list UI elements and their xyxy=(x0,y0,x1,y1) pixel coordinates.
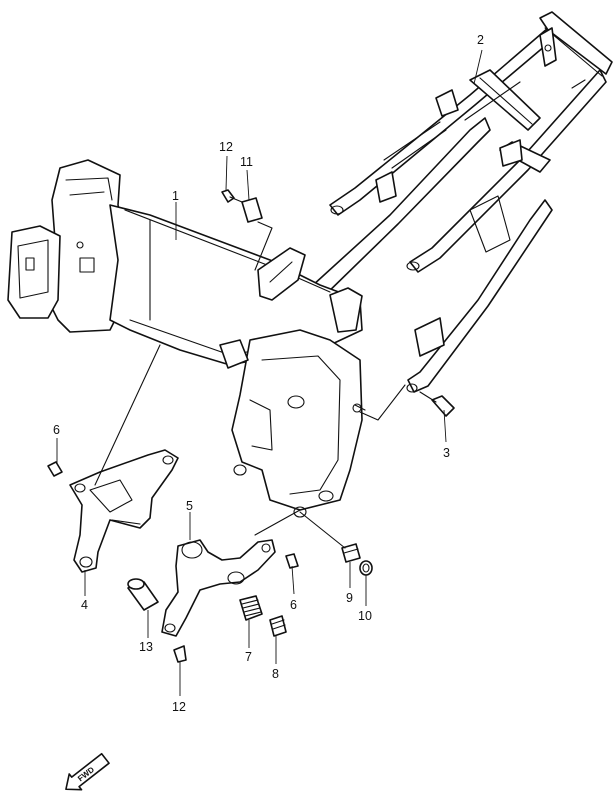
engine-hanger-bracket xyxy=(69,449,179,573)
callout-5: 5 xyxy=(186,499,193,513)
arrow-icon xyxy=(65,752,110,791)
nut xyxy=(341,543,361,563)
bolt-frame xyxy=(419,391,455,417)
callout-6-left: 6 xyxy=(53,423,60,437)
callout-2: 2 xyxy=(477,33,484,47)
callout-12-upper: 12 xyxy=(219,140,233,154)
callout-12-lower: 12 xyxy=(172,700,186,714)
callout-1: 1 xyxy=(172,189,179,203)
callout-13: 13 xyxy=(139,640,153,654)
rear-subframe xyxy=(299,11,613,393)
bolt-upper xyxy=(221,189,243,203)
clip xyxy=(241,197,263,223)
main-frame xyxy=(7,159,366,518)
bolt-lower xyxy=(173,645,187,663)
bolt-left xyxy=(47,461,63,477)
callout-11: 11 xyxy=(240,155,253,169)
callout-6-right: 6 xyxy=(290,598,297,612)
spring-small xyxy=(269,615,287,637)
callout-4: 4 xyxy=(81,598,88,612)
callout-9: 9 xyxy=(346,591,353,605)
collar xyxy=(127,578,159,611)
callout-leaders xyxy=(56,49,483,696)
footrest-bracket xyxy=(161,539,276,637)
callout-8: 8 xyxy=(272,667,279,681)
fwd-direction-marker: FWD xyxy=(65,752,110,791)
assembly-guide-lines xyxy=(94,221,406,549)
callout-3: 3 xyxy=(443,446,450,460)
callout-10: 10 xyxy=(358,609,372,623)
bolt-right xyxy=(285,553,299,569)
spring xyxy=(239,595,263,621)
washer xyxy=(359,560,373,576)
callout-labels: 1 2 3 4 5 6 6 7 8 9 10 11 12 12 13 xyxy=(53,33,484,714)
callout-7: 7 xyxy=(245,650,252,664)
